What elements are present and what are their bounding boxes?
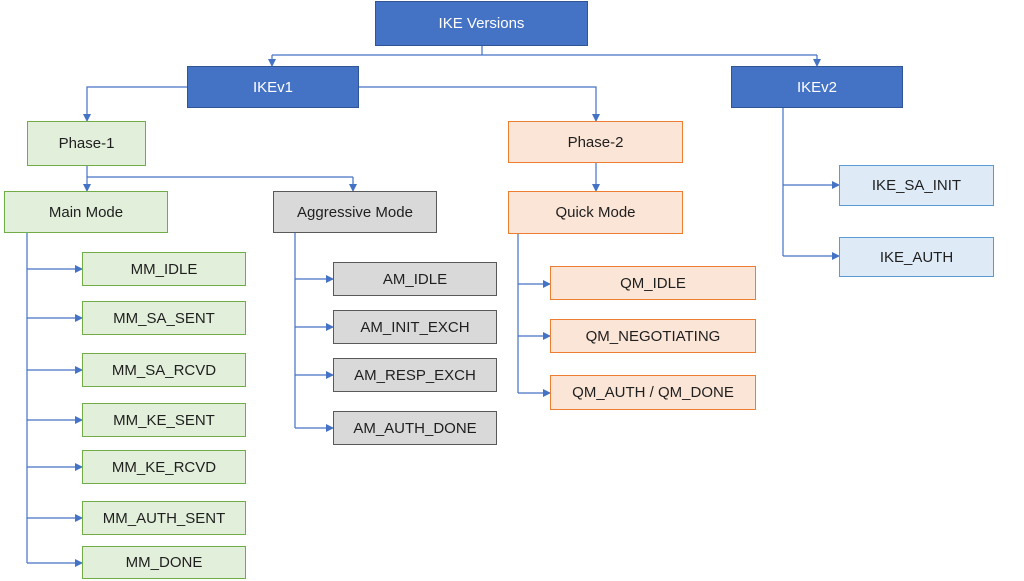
mm-sa-sent-state: MM_SA_SENT [82, 301, 246, 335]
quick-mode-node: Quick Mode [508, 191, 683, 234]
mm-auth-sent-state: MM_AUTH_SENT [82, 501, 246, 535]
connector-ikev1-phase1 [83, 86, 187, 122]
ike-sa-init-exchange: IKE_SA_INIT [839, 165, 994, 206]
mm-done-state: MM_DONE [82, 546, 246, 579]
qm-auth-done-state: QM_AUTH / QM_DONE [550, 375, 756, 410]
ikev1-node: IKEv1 [187, 66, 359, 108]
qm-idle-state: QM_IDLE [550, 266, 756, 300]
am-auth-done-state: AM_AUTH_DONE [333, 411, 497, 445]
am-resp-exch-state: AM_RESP_EXCH [333, 358, 497, 392]
main-mode-node: Main Mode [4, 191, 168, 233]
mm-ke-sent-state: MM_KE_SENT [82, 403, 246, 437]
am-idle-state: AM_IDLE [333, 262, 497, 296]
aggressive-mode-node: Aggressive Mode [273, 191, 437, 233]
qm-negotiating-state: QM_NEGOTIATING [550, 319, 756, 353]
root-node: IKE Versions [375, 1, 588, 46]
connector-ikev1-phase2 [359, 86, 600, 122]
mm-sa-rcvd-state: MM_SA_RCVD [82, 353, 246, 387]
mm-ke-rcvd-state: MM_KE_RCVD [82, 450, 246, 484]
am-init-exch-state: AM_INIT_EXCH [333, 310, 497, 344]
ike-auth-exchange: IKE_AUTH [839, 237, 994, 277]
mm-idle-state: MM_IDLE [82, 252, 246, 286]
ikev2-node: IKEv2 [731, 66, 903, 108]
phase2-node: Phase-2 [508, 121, 683, 163]
phase1-node: Phase-1 [27, 121, 146, 166]
